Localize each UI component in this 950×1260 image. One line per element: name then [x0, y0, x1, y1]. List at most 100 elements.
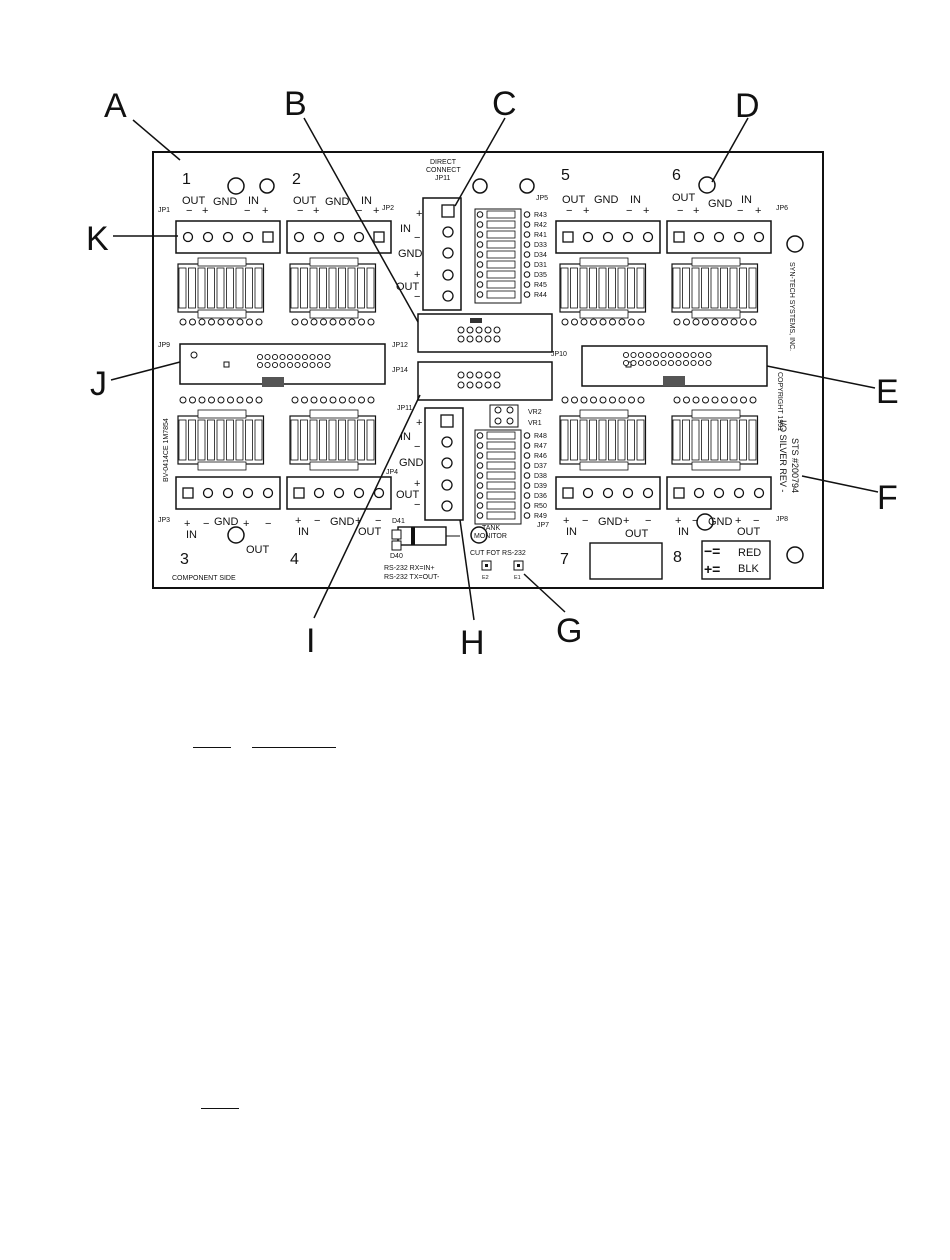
component-ref-label: D37 — [534, 463, 547, 470]
blank-label-area — [589, 542, 663, 580]
plus-label: + — [295, 515, 301, 527]
terminal-blocks — [175, 220, 772, 510]
answer-blank[interactable] — [252, 747, 336, 748]
answer-blank[interactable] — [193, 747, 231, 748]
terminal-block — [666, 220, 772, 254]
plus-label: + — [583, 205, 589, 217]
tank-monitor-text: TANK — [482, 525, 500, 532]
gnd-label: GND — [330, 516, 355, 528]
jp3-label: JP3 — [158, 517, 170, 524]
minus-label: − — [566, 205, 572, 217]
leader-a — [132, 119, 181, 161]
leader-c — [454, 117, 506, 207]
terminal-block — [555, 476, 661, 510]
out-label: OUT — [737, 526, 761, 538]
callout-h: H — [460, 624, 485, 662]
ch8-connector-labels: + − GND + − IN OUT — [675, 515, 761, 538]
mounting-hole — [227, 177, 245, 195]
company-text: SYN-TECH SYSTEMS, INC. — [788, 262, 795, 351]
d40-label: D40 — [390, 553, 403, 560]
power-key-box: −= RED += BLK — [701, 540, 771, 580]
jp10-label: JP10 — [551, 351, 567, 358]
plus-label: + — [735, 515, 741, 527]
jp4-label: JP4 — [386, 469, 398, 476]
tank-monitor-text: MONITOR — [474, 533, 507, 540]
terminal-block — [175, 220, 281, 254]
component-ref-label: D39 — [534, 483, 547, 490]
in-label: IN — [678, 526, 689, 538]
channel-1-number: 1 — [182, 171, 191, 188]
component-ref-label: D35 — [534, 272, 547, 279]
component-ref-label: R48 — [534, 433, 547, 440]
leader-b — [303, 117, 419, 323]
jp11-label: JP11 — [397, 405, 413, 412]
d40-d41-block: D41 D40 — [390, 518, 460, 560]
gnd-label: GND — [399, 457, 424, 469]
in-label: IN — [630, 194, 641, 206]
callout-letters: A B C D E F G H I J K — [86, 85, 899, 662]
component-bank — [559, 396, 647, 471]
jp6-label: JP6 — [776, 205, 788, 212]
in-label: IN — [741, 194, 752, 206]
jp7-label: JP7 — [537, 522, 549, 529]
callout-e: E — [876, 373, 899, 411]
d41-label: D41 — [392, 518, 405, 525]
component-bank — [289, 257, 377, 326]
component-ref-label: D38 — [534, 473, 547, 480]
ribbon-header-jp12 — [417, 313, 553, 353]
component-ref-label: R42 — [534, 222, 547, 229]
in-label: IN — [298, 526, 309, 538]
mounting-hole — [786, 546, 804, 564]
in-label: IN — [400, 223, 411, 235]
cut-for-rs232-text: CUT FOT RS-232 — [470, 550, 526, 557]
out-label: OUT — [182, 195, 206, 207]
direct-connect-text: JP11 — [435, 175, 451, 182]
component-ref-label: R43 — [534, 212, 547, 219]
direct-connect-text: CONNECT — [426, 167, 461, 174]
component-bank — [559, 257, 647, 326]
terminal-block — [555, 220, 661, 254]
leader-d — [711, 117, 749, 183]
minus-label: − — [753, 515, 759, 527]
plus-label: + — [675, 515, 681, 527]
minus-label: − — [375, 515, 381, 527]
minus-label: − — [414, 291, 420, 303]
ribbon-header-jp14 — [417, 361, 553, 401]
component-bank — [177, 396, 265, 471]
plus-label: + — [414, 269, 420, 281]
jp12-label: JP12 — [392, 342, 408, 349]
callout-c: C — [492, 85, 517, 123]
mounting-hole — [698, 176, 716, 194]
jp2-label: JP2 — [382, 205, 394, 212]
minus-label: − — [265, 518, 271, 530]
in-label: IN — [566, 526, 577, 538]
center-connector-bottom: + IN − GND + OUT − — [396, 407, 464, 521]
plus-label: + — [243, 518, 249, 530]
answer-blank[interactable] — [201, 1108, 239, 1109]
plus-eq-label: += — [704, 561, 720, 577]
plus-label: + — [414, 478, 420, 490]
gnd-label: GND — [708, 198, 733, 210]
direct-connect-text: DIRECT — [430, 159, 457, 166]
plus-label: + — [202, 205, 208, 217]
out-label: OUT — [358, 526, 382, 538]
vr2-label: VR2 — [528, 409, 542, 416]
leader-e — [766, 365, 876, 389]
plus-label: + — [693, 205, 699, 217]
callout-k: K — [86, 220, 109, 258]
mounting-hole — [786, 235, 804, 253]
in-label: IN — [186, 529, 197, 541]
mounting-hole — [470, 526, 488, 544]
minus-label: − — [737, 205, 743, 217]
leader-f — [801, 475, 879, 493]
blk-label: BLK — [738, 563, 759, 575]
component-bank — [671, 257, 759, 326]
component-side-label: COMPONENT SIDE — [172, 575, 236, 582]
in-label: IN — [361, 195, 372, 207]
terminal-block — [286, 220, 392, 254]
ch3-connector-labels: + − GND + − IN OUT — [184, 516, 271, 556]
minus-label: − — [186, 205, 192, 217]
copyright-text: COPYRIGHT 1991 — [776, 372, 783, 431]
vr1-label: VR1 — [528, 420, 542, 427]
